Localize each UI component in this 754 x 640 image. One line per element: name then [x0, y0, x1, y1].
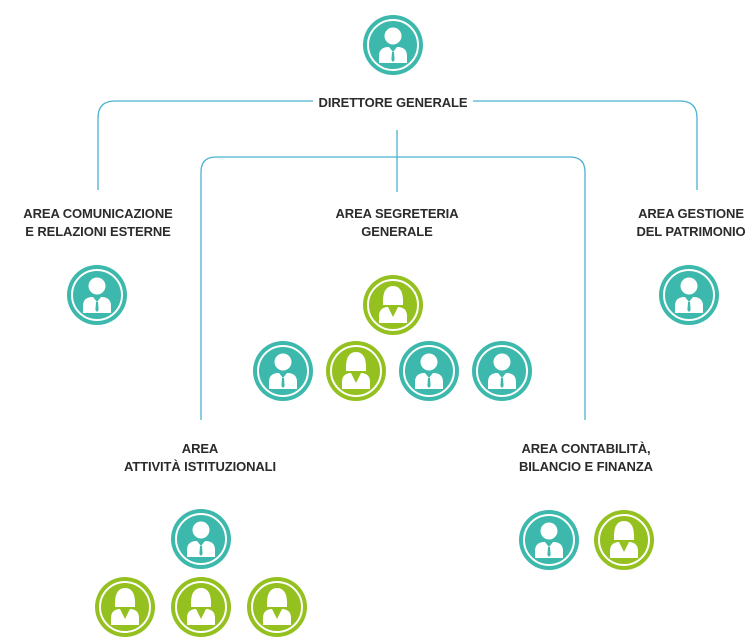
area-istituzionali-avatar-1	[168, 506, 234, 572]
area-segreteria-line2: GENERALE	[361, 224, 433, 239]
area-segreteria-avatar-2	[250, 338, 316, 404]
director-avatar	[360, 12, 426, 78]
male-person-icon	[659, 265, 719, 325]
male-person-icon	[519, 510, 579, 570]
area-istituzionali-avatar-4	[244, 574, 310, 640]
male-person-icon	[171, 509, 231, 569]
area-contabilita-line2: BILANCIO E FINANZA	[519, 459, 653, 474]
female-person-icon	[363, 275, 423, 335]
director-title: DIRETTORE GENERALE	[318, 95, 468, 110]
area-istituzionali-avatar-2	[92, 574, 158, 640]
area-contabilita-avatar-1	[516, 507, 582, 573]
male-person-icon	[67, 265, 127, 325]
director-label: DIRETTORE GENERALE	[313, 94, 473, 112]
female-person-icon	[247, 577, 307, 637]
area-comunicazione-label: AREA COMUNICAZIONE E RELAZIONI ESTERNE	[8, 205, 188, 241]
connector-inner-bracket	[200, 156, 586, 420]
area-segreteria-label: AREA SEGRETERIA GENERALE	[307, 205, 487, 241]
area-istituzionali-line1: AREA	[181, 441, 219, 456]
female-person-icon	[171, 577, 231, 637]
male-person-icon	[363, 15, 423, 75]
area-istituzionali-avatar-3	[168, 574, 234, 640]
female-person-icon	[95, 577, 155, 637]
area-istituzionali-label: AREA ATTIVITÀ ISTITUZIONALI	[110, 440, 290, 476]
area-patrimonio-line1: AREA GESTIONE	[638, 206, 744, 221]
area-segreteria-line1: AREA SEGRETERIA	[335, 206, 459, 221]
area-segreteria-avatar-1	[360, 272, 426, 338]
area-contabilita-avatar-2	[591, 507, 657, 573]
area-istituzionali-line2: ATTIVITÀ ISTITUZIONALI	[123, 459, 277, 474]
male-person-icon	[253, 341, 313, 401]
area-segreteria-avatar-4	[396, 338, 462, 404]
male-person-icon	[472, 341, 532, 401]
area-contabilita-line1: AREA CONTABILITÀ,	[521, 441, 651, 456]
male-person-icon	[399, 341, 459, 401]
area-segreteria-avatar-5	[469, 338, 535, 404]
area-contabilita-label: AREA CONTABILITÀ, BILANCIO E FINANZA	[496, 440, 676, 476]
area-segreteria-avatar-3	[323, 338, 389, 404]
area-patrimonio-label: AREA GESTIONE DEL PATRIMONIO	[616, 205, 754, 241]
area-patrimonio-line2: DEL PATRIMONIO	[636, 224, 746, 239]
female-person-icon	[326, 341, 386, 401]
area-comunicazione-avatar	[64, 262, 130, 328]
area-patrimonio-avatar	[656, 262, 722, 328]
area-comunicazione-line2: E RELAZIONI ESTERNE	[25, 224, 171, 239]
female-person-icon	[594, 510, 654, 570]
area-comunicazione-line1: AREA COMUNICAZIONE	[23, 206, 173, 221]
